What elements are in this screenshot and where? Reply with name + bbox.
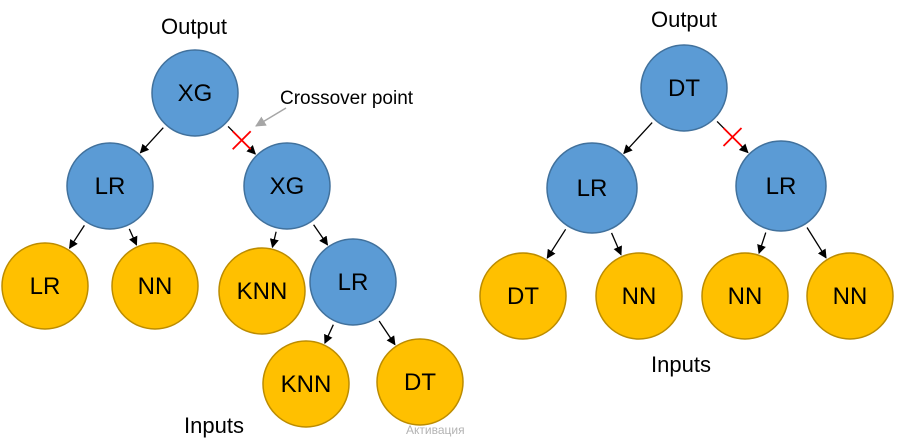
edge-L1-L4 <box>128 228 138 246</box>
edge-L6-L8 <box>378 320 396 346</box>
node-label: KNN <box>281 371 332 398</box>
right-tree: Output Inputs DT LR LR DT NN NN NN <box>479 7 894 377</box>
left-inputs-label: Inputs <box>184 413 244 438</box>
tree-node: DT <box>640 44 728 132</box>
node-label: LR <box>30 273 61 300</box>
input-node-circle <box>262 340 350 428</box>
edge-L2-L6 <box>313 224 329 246</box>
left-output-label: Output <box>161 14 227 39</box>
tree-node: LR <box>66 142 154 230</box>
edge-R2-R5 <box>757 232 767 255</box>
edge-R1-R4 <box>610 232 622 256</box>
model-node-circle <box>309 238 397 326</box>
right-nodes: DT LR LR DT NN NN NN <box>479 44 894 340</box>
node-label: NN <box>138 273 173 300</box>
right-crossover <box>722 127 743 147</box>
tree-node: KNN <box>218 247 306 335</box>
model-node-circle <box>66 142 154 230</box>
tree-node: NN <box>806 252 894 340</box>
node-label: NN <box>833 283 868 310</box>
crossover-mark-icon <box>232 130 252 150</box>
tree-node: DT <box>479 252 567 340</box>
node-label: NN <box>622 283 657 310</box>
edge-L6-L7 <box>324 324 334 344</box>
tree-node: LR <box>546 142 638 234</box>
edge-L0-L1 <box>139 127 164 154</box>
input-node-circle <box>218 247 306 335</box>
node-label: XG <box>178 80 213 107</box>
node-label: DT <box>668 75 700 102</box>
input-node-circle <box>1 242 89 330</box>
edge-R1-R3 <box>546 228 567 259</box>
node-label: DT <box>404 369 436 396</box>
input-node-circle <box>806 252 894 340</box>
model-node-circle <box>640 44 728 132</box>
tree-node: KNN <box>262 340 350 428</box>
model-node-circle <box>151 49 239 137</box>
left-crossover <box>232 130 252 150</box>
tree-node: NN <box>595 252 683 340</box>
node-label: LR <box>338 269 369 296</box>
tree-node: LR <box>309 238 397 326</box>
tree-node: NN <box>111 242 199 330</box>
tree-node: NN <box>701 252 789 340</box>
model-node-circle <box>243 142 331 230</box>
model-node-circle <box>546 142 638 234</box>
edge-L1-L3 <box>68 225 85 250</box>
node-label: DT <box>507 283 539 310</box>
left-edges <box>68 125 396 346</box>
node-label: LR <box>577 175 608 202</box>
edge-R0-R1 <box>623 122 653 155</box>
node-label: LR <box>95 173 126 200</box>
input-node-circle <box>479 252 567 340</box>
right-inputs-label: Inputs <box>651 352 711 377</box>
input-node-circle <box>376 338 464 426</box>
left-nodes: XG LR XG LR NN KNN LR KNN DT <box>1 49 464 428</box>
crossover-pointer-arrow <box>255 107 287 127</box>
right-output-label: Output <box>651 7 717 32</box>
node-label: LR <box>766 173 797 200</box>
input-node-circle <box>595 252 683 340</box>
tree-node: XG <box>151 49 239 137</box>
crossover-point-label: Crossover point <box>280 88 414 109</box>
watermark-text: Активация <box>406 423 465 437</box>
left-tree: Output Inputs XG LR XG LR NN KNN LR KNN DT Cross… <box>1 14 464 438</box>
tree-node: LR <box>735 140 827 232</box>
node-label: NN <box>728 283 763 310</box>
input-node-circle <box>111 242 199 330</box>
edge-L2-L5 <box>269 231 279 249</box>
input-node-circle <box>701 252 789 340</box>
tree-node: DT <box>376 338 464 426</box>
crossover-mark-icon <box>722 127 743 147</box>
node-label: XG <box>270 173 305 200</box>
tree-node: XG <box>243 142 331 230</box>
node-label: KNN <box>237 278 288 305</box>
edge-R2-R6 <box>806 227 827 259</box>
tree-node: LR <box>1 242 89 330</box>
model-node-circle <box>735 140 827 232</box>
